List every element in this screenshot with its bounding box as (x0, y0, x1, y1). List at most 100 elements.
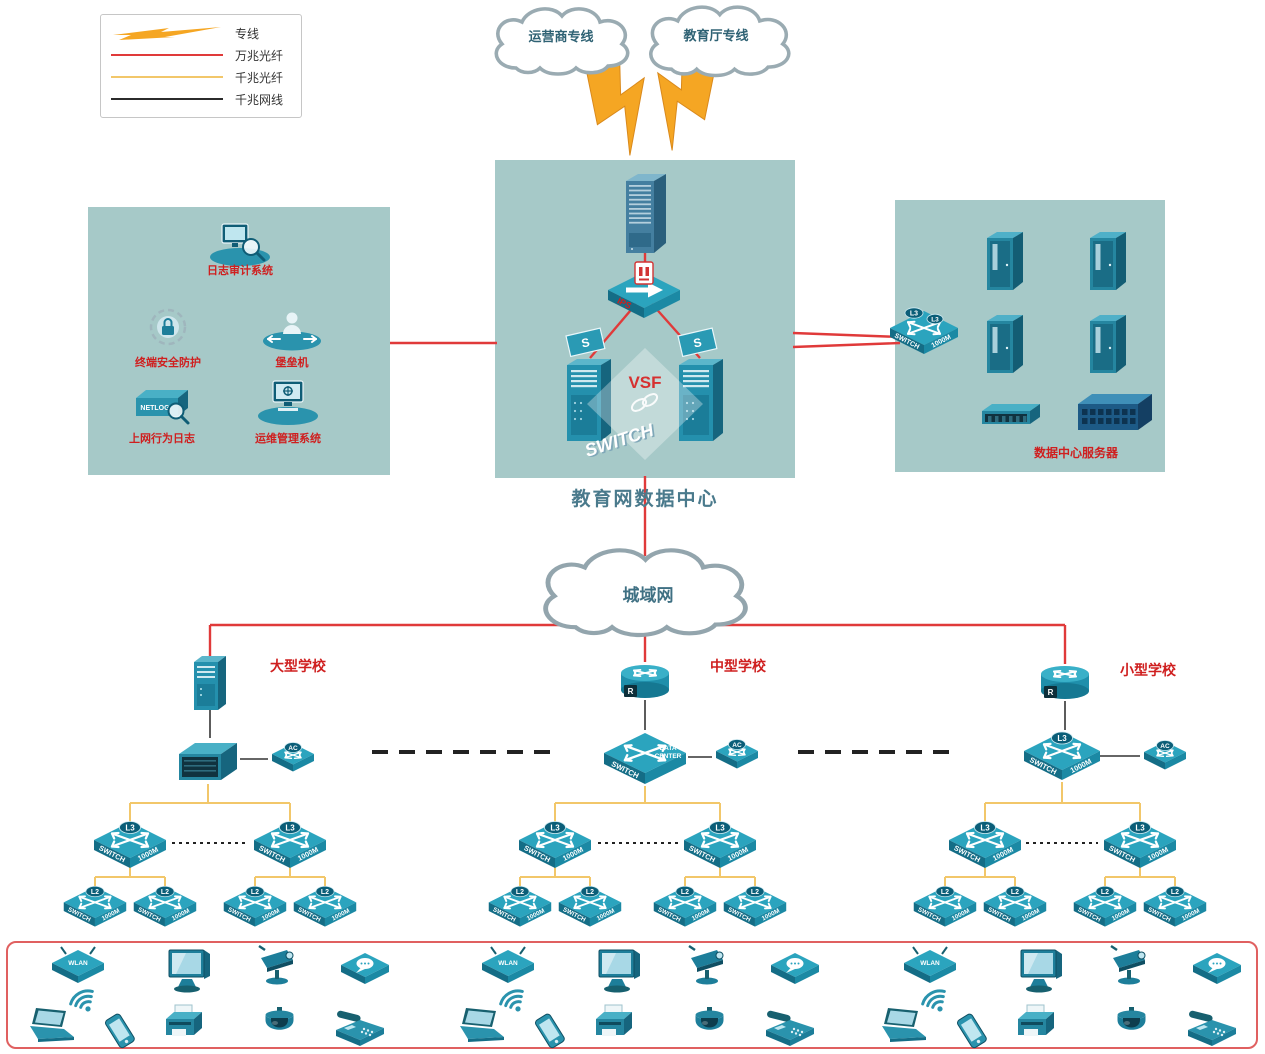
svg-text:L2: L2 (1011, 889, 1019, 896)
svg-text:WLAN: WLAN (498, 960, 518, 967)
label-endpoint-security: 终端安全防护 (135, 357, 201, 369)
legend-line-1g-fiber (111, 76, 223, 78)
wifi-signal-icon (916, 982, 956, 1018)
svg-text:R: R (1048, 688, 1054, 697)
laptop-icon (456, 1006, 510, 1044)
legend-row-dedicated: 专线 (111, 22, 291, 44)
dome-camera-icon (688, 1006, 732, 1046)
legend-lightning-icon (111, 25, 225, 41)
router-icon: R (1038, 661, 1092, 703)
label-bastion-host: 堡垒机 (275, 357, 309, 369)
ips-device-icon: IPS (606, 261, 682, 320)
rack-chassis-icon (980, 400, 1042, 428)
svg-text:L2: L2 (1171, 889, 1179, 896)
dome-camera-icon (258, 1006, 302, 1046)
printer-icon (590, 1002, 638, 1046)
bastion-host-icon (260, 308, 324, 352)
ops-mgmt-icon (256, 378, 320, 426)
smartphone-icon (530, 1012, 570, 1052)
svg-text:S: S (692, 335, 703, 350)
voice-gateway-icon (769, 950, 821, 988)
cctv-camera-icon (685, 944, 733, 986)
smartphone-icon (100, 1012, 140, 1052)
label-school-medium: 中型学校 (710, 658, 766, 674)
label-school-large: 大型学校 (270, 658, 326, 674)
router-icon: R (618, 660, 672, 702)
svg-text:L3: L3 (931, 316, 939, 323)
legend-line-10g-fiber (111, 54, 223, 56)
svg-text:WLAN: WLAN (68, 960, 88, 967)
voice-gateway-icon (1191, 950, 1243, 988)
firewall-device-icon (622, 171, 668, 255)
netlog-icon: NETLOG (132, 386, 192, 426)
svg-text:L3: L3 (1135, 823, 1145, 832)
fax-phone-icon (1186, 1008, 1238, 1050)
storage-device-icon (173, 738, 241, 786)
legend-label-1g-copper: 千兆网线 (235, 92, 284, 107)
1g-copper-lines (209, 700, 1140, 760)
wifi-signal-icon (494, 982, 534, 1018)
svg-text:AC: AC (1160, 743, 1170, 750)
svg-text:L2: L2 (91, 889, 99, 896)
label-log-audit: 日志审计系统 (207, 265, 273, 277)
wlan-ap-icon: WLAN (902, 946, 958, 986)
printer-icon (1012, 1002, 1060, 1046)
svg-text:L2: L2 (516, 889, 524, 896)
svg-text:L2: L2 (321, 889, 329, 896)
svg-text:CENTER: CENTER (655, 753, 682, 760)
laptop-icon (878, 1006, 932, 1044)
cctv-camera-icon (255, 944, 303, 986)
svg-text:R: R (628, 687, 634, 696)
endpoint-security-icon (146, 306, 190, 352)
svg-text:VSF: VSF (628, 373, 661, 392)
cloud-edu-label: 教育厅专线 (683, 28, 749, 43)
svg-text:L2: L2 (586, 889, 594, 896)
label-school-small: 小型学校 (1120, 662, 1176, 678)
svg-text:L3: L3 (125, 823, 135, 832)
server-cabinet-icon (1086, 229, 1130, 295)
log-audit-icon (208, 220, 272, 266)
svg-text:L2: L2 (681, 889, 689, 896)
legend-row-10g: 万兆光纤 (111, 44, 291, 66)
legend: 专线 万兆光纤 千兆光纤 千兆网线 (100, 14, 302, 118)
wlan-ap-icon: WLAN (480, 946, 536, 986)
voice-gateway-icon (339, 950, 391, 988)
svg-text:L3: L3 (1057, 734, 1067, 743)
svg-text:L3: L3 (980, 823, 990, 832)
legend-row-1g-fiber: 千兆光纤 (111, 66, 291, 88)
server-cabinet-icon (983, 312, 1027, 378)
school-server-icon (190, 652, 230, 714)
svg-text:L3: L3 (715, 823, 725, 832)
wifi-signal-icon (64, 982, 104, 1018)
svg-text:S: S (580, 335, 591, 350)
server-zone-caption: 数据中心服务器 (1033, 446, 1118, 460)
ac-controller-icon: AC (1142, 738, 1188, 774)
fax-phone-icon (764, 1008, 816, 1050)
cctv-camera-icon (1107, 944, 1155, 986)
svg-text:AC: AC (288, 745, 298, 752)
wlan-ap-icon: WLAN (50, 946, 106, 986)
svg-text:L2: L2 (161, 889, 169, 896)
printer-icon (160, 1002, 208, 1046)
man-cloud-label: 城域网 (622, 586, 674, 605)
legend-row-1g-copper: 千兆网线 (111, 88, 291, 110)
